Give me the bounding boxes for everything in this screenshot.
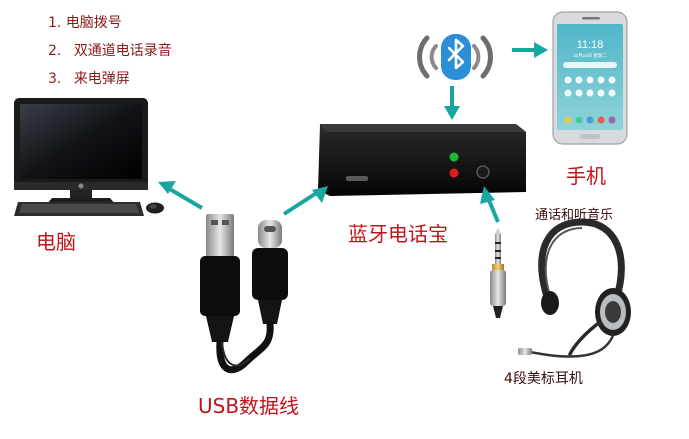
audio-jack-plug [490, 228, 506, 318]
arrows [158, 42, 548, 223]
feature-number: 1. [48, 15, 62, 31]
phone-clock: 11:18 [577, 39, 604, 51]
bluetooth-icon [417, 34, 493, 80]
keyboard [14, 202, 144, 216]
feature-item-1: 1. 电脑拨号 [48, 12, 122, 32]
label-phone: 手机 [566, 164, 606, 188]
audio-jack-port [476, 165, 490, 179]
feature-item-3: 3. 来电弹屏 [48, 68, 130, 88]
feature-text: 双通道电话录音 [73, 43, 172, 59]
usb-c-port [346, 176, 368, 181]
bluetooth-box [318, 124, 526, 196]
feature-text: 来电弹屏 [73, 71, 130, 87]
arrow-bluetooth-to-box [444, 86, 460, 120]
led-green [449, 152, 459, 162]
phone-search-bar [563, 62, 617, 68]
led-red [449, 168, 459, 178]
computer-monitor [14, 98, 148, 205]
arrow-jack-to-box [480, 186, 500, 223]
phone-app-icons [564, 76, 616, 124]
arrow-usb-to-computer [158, 181, 204, 210]
arrow-bluetooth-to-phone [512, 42, 548, 58]
feature-item-2: 2. 双通道电话录音 [48, 40, 172, 60]
label-usb-cable: USB数据线 [198, 394, 300, 418]
label-headset-usage: 通话和听音乐 [535, 208, 614, 223]
usb-cable [200, 214, 288, 374]
mouse [146, 202, 164, 214]
feature-number: 2. [48, 43, 62, 59]
hp-logo-icon [78, 183, 84, 189]
label-bluetooth-box: 蓝牙电话宝 [348, 222, 448, 246]
label-computer: 电脑 [36, 230, 76, 254]
label-headset: 4段美标耳机 [504, 371, 583, 387]
phone-date: 10月10日 星期二 [573, 53, 607, 59]
feature-number: 3. [48, 71, 62, 87]
arrow-usb-to-box [282, 186, 328, 216]
headset [518, 218, 631, 358]
mobile-phone: 11:18 10月10日 星期二 [552, 11, 628, 145]
feature-text: 电脑拨号 [65, 15, 122, 31]
